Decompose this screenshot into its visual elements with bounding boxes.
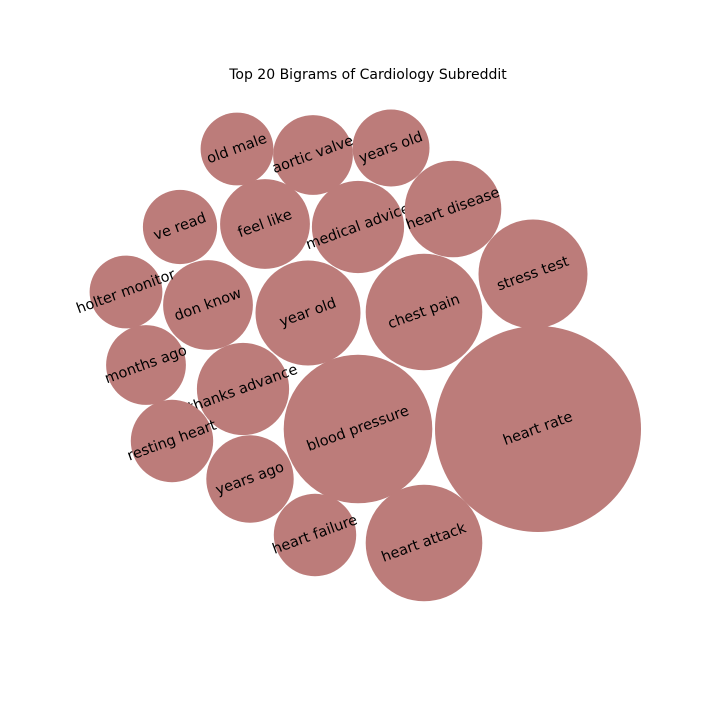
bubble-stress-test: stress test xyxy=(478,219,588,329)
bubble-chest-pain: chest pain xyxy=(365,253,483,371)
bubble-heart-disease: heart disease xyxy=(404,160,502,258)
bubble-months-ago: months ago xyxy=(103,325,189,405)
bubble-thanks-advance: thanks advance xyxy=(186,342,300,436)
bubble-circle xyxy=(352,109,430,187)
bubble-circle xyxy=(163,260,253,350)
bubble-circle xyxy=(206,435,294,523)
bubble-old-male: old male xyxy=(200,112,274,186)
bubble-circle xyxy=(130,399,214,483)
bubble-ve-read: ve read xyxy=(142,189,218,265)
bubble-year-old: year old xyxy=(255,260,361,366)
bubble-circle xyxy=(220,179,310,269)
bubble-circle xyxy=(365,484,483,602)
bubble-circle xyxy=(106,325,186,405)
bubble-heart-failure: heart failure xyxy=(270,493,360,577)
bubble-aortic-valve: aortic valve xyxy=(270,115,356,195)
bubble-circle xyxy=(404,160,502,258)
bubble-heart-attack: heart attack xyxy=(365,484,483,602)
bubble-circle xyxy=(89,255,163,329)
bubble-don-know: don know xyxy=(163,260,253,350)
bubble-circle xyxy=(200,112,274,186)
bubble-circle xyxy=(311,180,405,274)
bubble-circle xyxy=(273,493,357,577)
bubble-feel-like: feel like xyxy=(220,179,310,269)
bubble-circle xyxy=(196,342,290,436)
bubble-medical-advice: medical advice xyxy=(304,180,412,274)
bubble-circle xyxy=(365,253,483,371)
bubble-years-ago: years ago xyxy=(206,435,294,523)
bubble-circle xyxy=(283,354,433,504)
bubble-blood-pressure: blood pressure xyxy=(283,354,433,504)
bubble-circle xyxy=(142,189,218,265)
bubble-heart-rate: heart rate xyxy=(435,326,641,532)
bubble-circle xyxy=(435,326,641,532)
chart-title: Top 20 Bigrams of Cardiology Subreddit xyxy=(228,67,507,83)
bubble-circle xyxy=(478,219,588,329)
bubble-years-old: years old xyxy=(352,109,430,187)
bubble-circle xyxy=(273,115,353,195)
bubble-holter-monitor: holter monitor xyxy=(74,255,178,329)
bubble-circle xyxy=(255,260,361,366)
bubble-resting-heart: resting heart xyxy=(125,399,219,483)
